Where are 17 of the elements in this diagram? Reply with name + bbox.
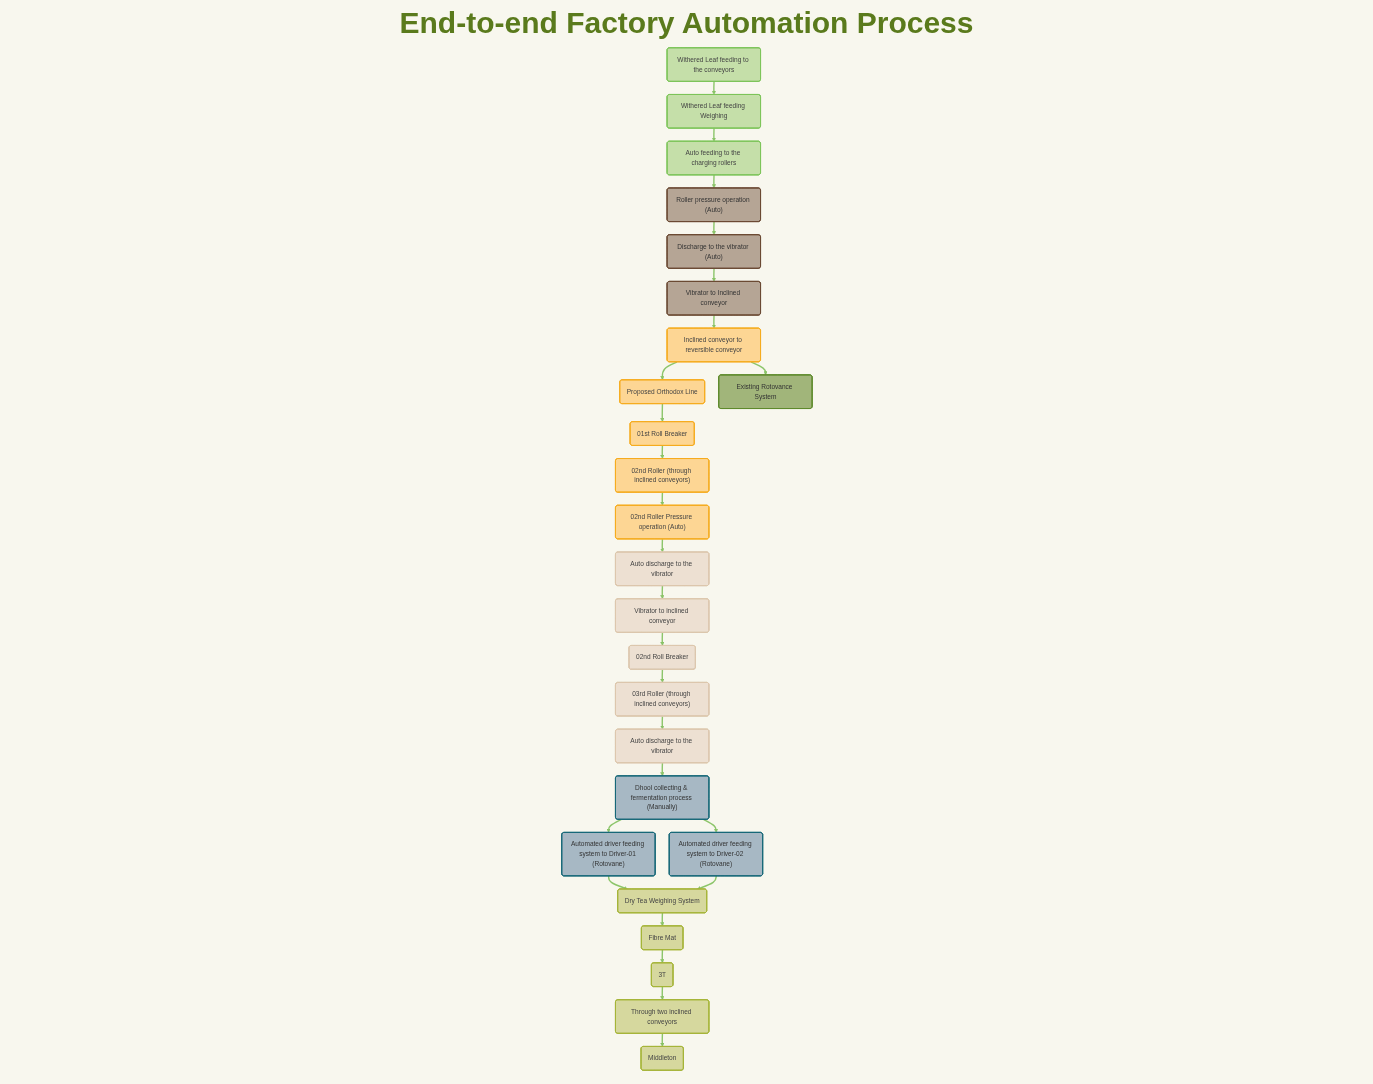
arrow [711,221,716,236]
arrow [711,267,716,282]
arrow [659,912,664,927]
arrow [711,127,716,142]
arrow [659,361,678,381]
arrow [750,361,768,376]
arrow [711,174,716,189]
arrow [659,538,664,553]
arrow [606,818,622,833]
arrow [659,668,664,683]
arrow [659,631,664,646]
diagram-title: End-to-end Factory Automation Process [398,6,975,40]
arrow [659,949,664,964]
arrow [711,314,716,329]
arrow [711,80,716,95]
arrow [696,875,717,890]
arrow [607,875,628,890]
